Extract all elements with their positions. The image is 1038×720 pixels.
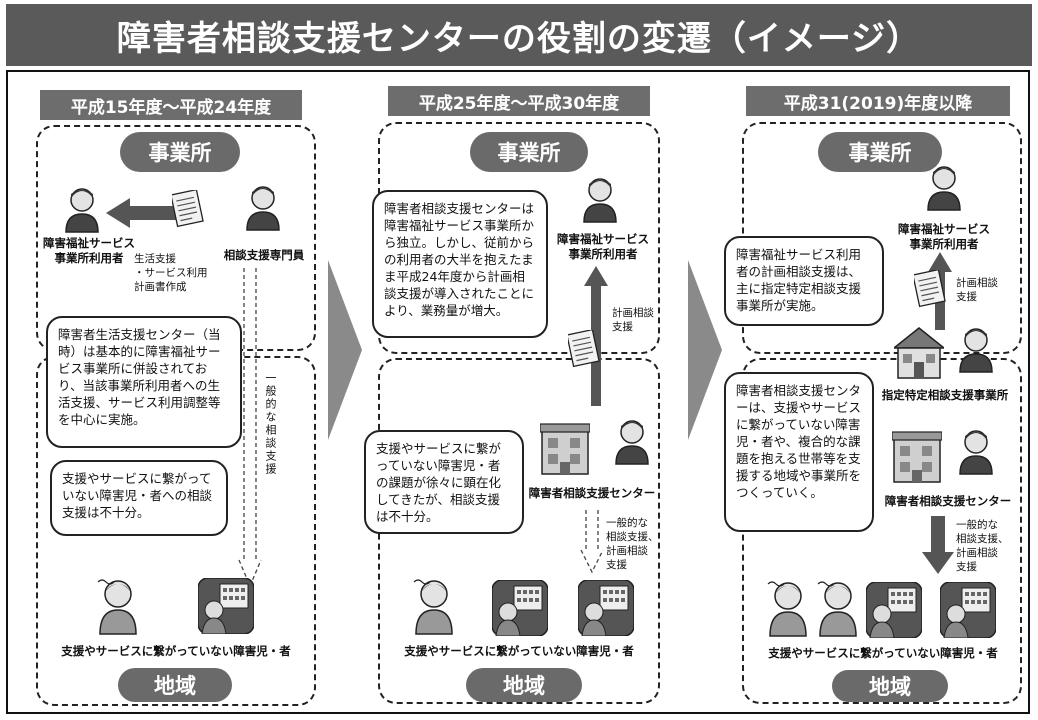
region-pill-1: 地域	[118, 668, 232, 702]
office-pill-2: 事業所	[470, 132, 588, 172]
callout-bubble-3a: 障害福祉サービス利用者の計画相談支援は、主に指定特定相談支援事業所が実施。	[724, 236, 884, 326]
specialist-label-1: 相談支援専門員	[223, 248, 305, 262]
arrow-left-icon	[106, 198, 182, 228]
tv-room-icon	[940, 582, 996, 638]
person-icon	[246, 186, 280, 231]
withdrawn-person-icon	[97, 579, 137, 635]
diagram-frame	[6, 70, 1030, 714]
page-title: 障害者相談支援センターの役割の変遷（イメージ）	[6, 4, 1032, 66]
callout-bubble-3b: 障害者相談支援センターは、支援やサービスに繋がっていない障害児・者や、複合的な課…	[724, 372, 874, 532]
region-pill-3: 地域	[832, 670, 948, 702]
tv-room-icon	[198, 578, 254, 634]
document-icon	[914, 270, 946, 308]
designated-office-label-3: 指定特定相談支援事業所	[881, 388, 1009, 402]
callout-bubble-1b: 支援やサービスに繋がっていない障害児・者への相談支援は不十分。	[50, 460, 228, 536]
unconnected-persons-label-1: 支援やサービスに繋がっていない障害児・者	[61, 644, 291, 658]
general-consultation-note-2: 一般的な 相談支援、 計画相談 支援	[606, 517, 659, 571]
region-pill-2: 地域	[466, 668, 582, 702]
tv-room-icon	[578, 580, 634, 636]
transition-arrow-2	[688, 260, 722, 440]
period-header-2: 平成25年度〜平成30年度	[388, 86, 650, 116]
unconnected-persons-label-3: 支援やサービスに繋がっていない障害児・者	[768, 646, 998, 660]
building-icon	[540, 423, 590, 475]
support-plan-note-1: 生活支援 ・サービス利用 計画書作成	[134, 253, 208, 293]
period-header-1: 平成15年度〜平成24年度	[40, 90, 302, 120]
person-icon	[927, 166, 961, 211]
callout-bubble-2a: 障害者相談支援センターは障害福祉サービス事業所から独立。しかし、従前からの利用者…	[372, 190, 548, 338]
withdrawn-person-icon	[817, 581, 857, 637]
person-icon	[959, 430, 993, 475]
building-icon	[892, 431, 942, 483]
plan-consultation-note-3: 計画相談 支援	[956, 277, 998, 303]
tv-room-icon	[492, 580, 548, 636]
withdrawn-person-icon	[413, 579, 453, 635]
person-icon	[583, 178, 617, 223]
arrow-down-icon	[922, 516, 954, 574]
center-label-2: 障害者相談支援センター	[528, 486, 656, 500]
service-user-label-3: 障害福祉サービス 事業所利用者	[898, 222, 990, 251]
document-icon	[172, 190, 204, 228]
document-icon	[568, 330, 600, 368]
general-consultation-note-3: 一般的な 相談支援、 計画相談 支援	[956, 519, 1009, 573]
house-icon	[894, 327, 944, 379]
plan-consultation-note-2: 計画相談 支援	[612, 307, 654, 333]
tv-room-icon	[866, 582, 922, 638]
office-pill-1: 事業所	[120, 132, 240, 172]
office-pill-3: 事業所	[818, 132, 942, 172]
callout-bubble-2b: 支援やサービスに繋がっていない障害児・者の課題が徐々に顕在化してきたが、相談支援…	[364, 430, 524, 534]
callout-bubble-1a: 障害者生活支援センター（当時）は基本的に障害福祉サービス事業所に併設されており、…	[46, 316, 242, 448]
service-user-label-1: 障害福祉サービス 事業所利用者	[43, 236, 135, 265]
person-icon	[959, 328, 993, 373]
person-icon	[615, 420, 649, 465]
period-header-3: 平成31(2019)年度以降	[746, 86, 1010, 116]
withdrawn-person-icon	[767, 581, 807, 637]
arrow-up-icon	[584, 266, 608, 406]
unconnected-persons-label-2: 支援やサービスに繋がっていない障害児・者	[404, 644, 634, 658]
person-icon	[65, 188, 99, 233]
dashed-arrow-down-icon	[580, 510, 604, 574]
service-user-label-2: 障害福祉サービス 事業所利用者	[557, 232, 649, 261]
general-consultation-note-1: 一般的な相談支援	[264, 372, 277, 476]
center-label-3: 障害者相談支援センター	[884, 494, 1012, 508]
transition-arrow-1	[328, 260, 362, 440]
